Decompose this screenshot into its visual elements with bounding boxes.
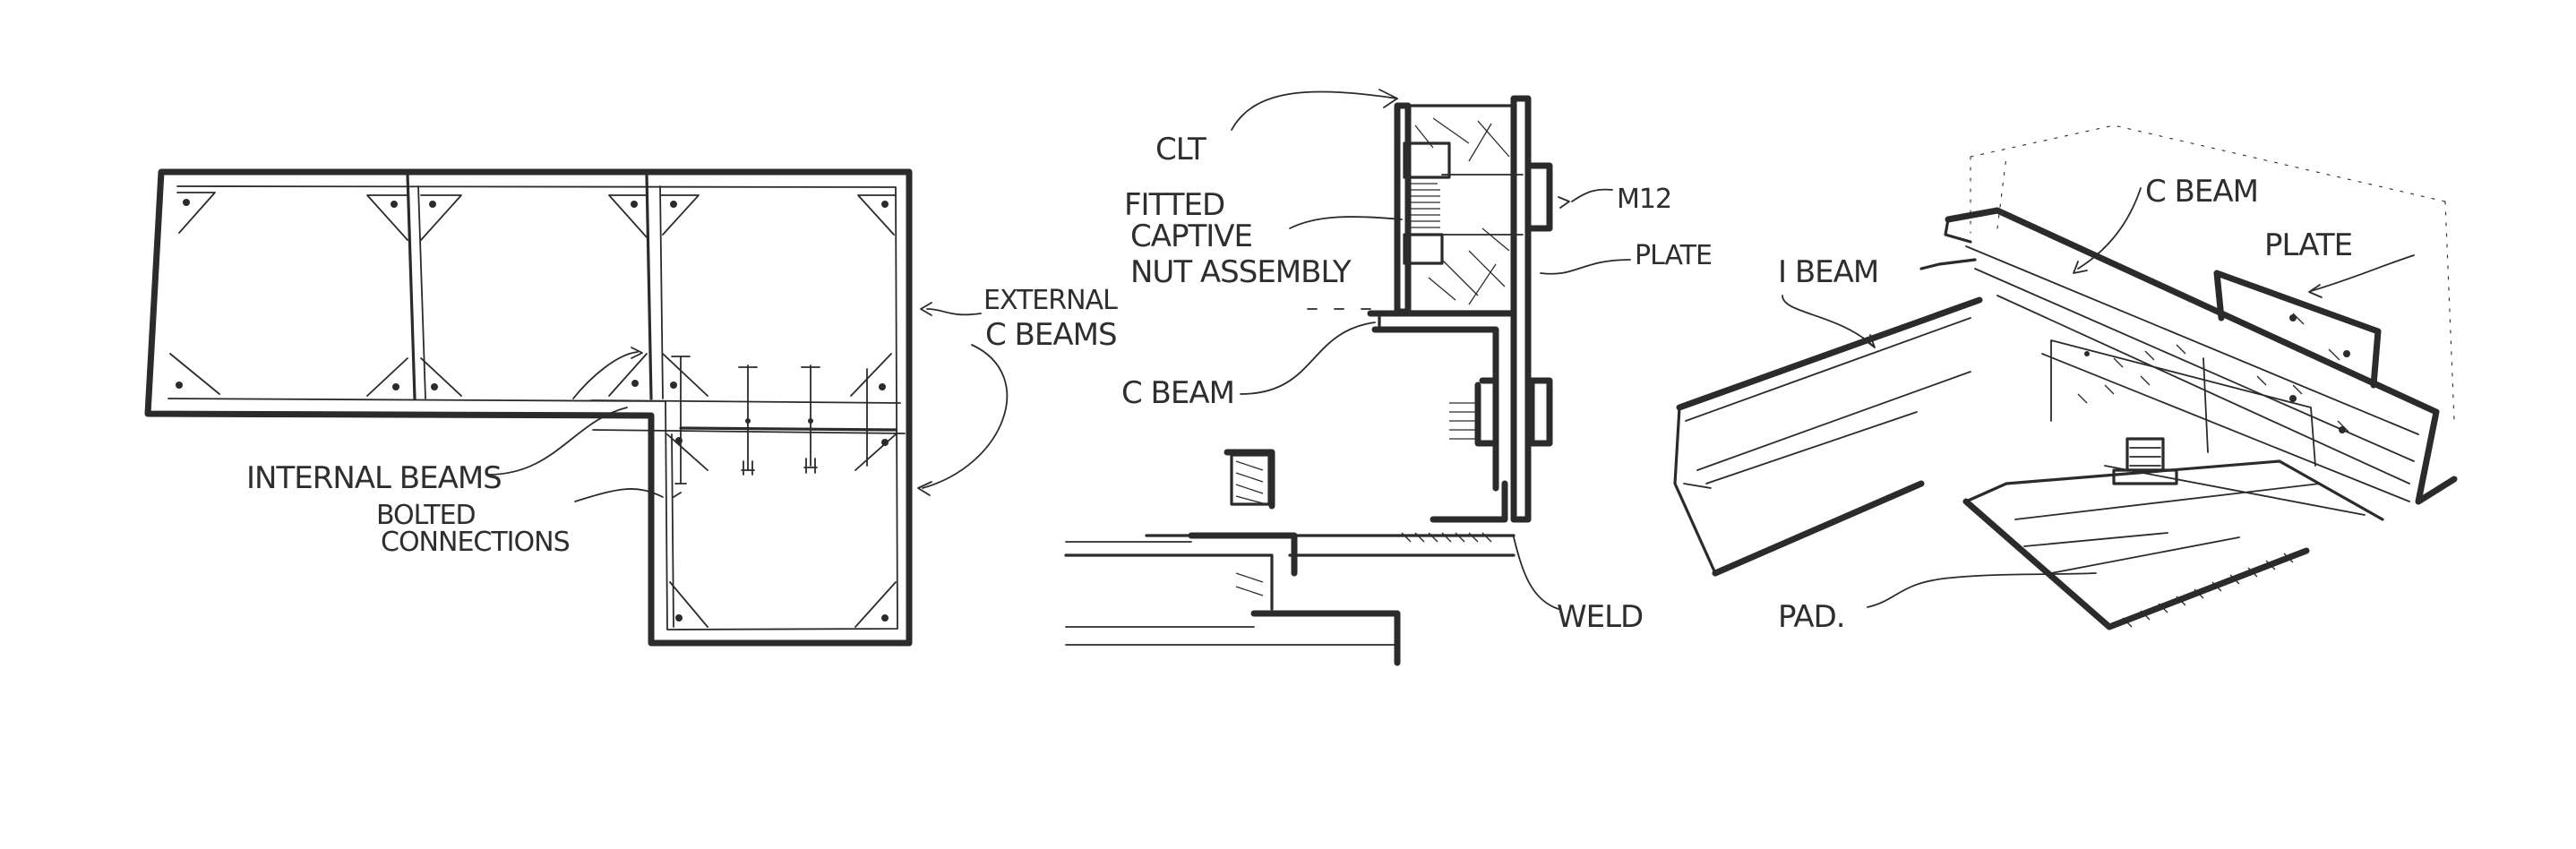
label-i-beam: I BEAM xyxy=(1778,254,1878,290)
plate-iso xyxy=(2213,270,2382,389)
plan-internal-beams xyxy=(406,173,906,434)
captive-nut-assembly xyxy=(1403,142,1524,265)
plan-leaders xyxy=(487,302,1009,502)
label-m12: M12 xyxy=(1617,184,1671,215)
label-captive: CAPTIVE xyxy=(1130,219,1252,254)
plan-bolt-dots xyxy=(176,199,889,622)
plan-corner-plates xyxy=(169,192,897,628)
isometric-detail: C BEAM PLATE I BEAM PAD. xyxy=(1673,124,2458,635)
label-fitted: FITTED xyxy=(1124,187,1224,223)
clt-hatch xyxy=(1414,117,1510,305)
label-plate: PLATE xyxy=(1635,240,1712,271)
label-bolted: BOLTED xyxy=(376,500,476,531)
weld-hatch xyxy=(1401,532,1492,543)
pad-edge-hatch xyxy=(2122,553,2294,628)
plan-inner-outline xyxy=(167,185,898,630)
c-beam-section xyxy=(1367,310,1517,523)
c-beam-iso xyxy=(1945,207,2458,505)
iso-context-dots xyxy=(1970,124,2455,422)
plan-outer-outline xyxy=(144,168,913,647)
label-internal-beams: INTERNAL BEAMS xyxy=(246,460,502,496)
label-c-beam-section: C BEAM xyxy=(1121,375,1234,411)
iso-leaders xyxy=(1782,187,2415,608)
section-leaders xyxy=(1231,89,1631,610)
lower-bolt xyxy=(1474,377,1499,447)
pad-iso xyxy=(1962,498,2310,630)
plan-view: INTERNAL BEAMS BOLTED CONNECTIONS EXTERN… xyxy=(144,168,1119,647)
label-clt: CLT xyxy=(1155,132,1206,167)
label-external: EXTERNAL xyxy=(983,285,1118,316)
label-connections: CONNECTIONS xyxy=(381,527,570,558)
label-c-beam-iso: C BEAM xyxy=(2145,174,2258,210)
label-nut-assembly: NUT ASSEMBLY xyxy=(1130,254,1352,290)
section-detail: CLT FITTED CAPTIVE NUT ASSEMBLY M12 PLAT… xyxy=(1064,89,1713,666)
steel-plate xyxy=(1510,95,1532,523)
plan-bolted-marks xyxy=(671,356,868,485)
i-beam xyxy=(1676,296,1983,577)
label-external-c-beams: C BEAMS xyxy=(985,317,1117,353)
label-weld: WELD xyxy=(1557,599,1643,635)
m12-bolt xyxy=(1524,162,1553,232)
label-plate-iso: PLATE xyxy=(2264,227,2352,263)
label-pad: PAD. xyxy=(1778,599,1845,635)
